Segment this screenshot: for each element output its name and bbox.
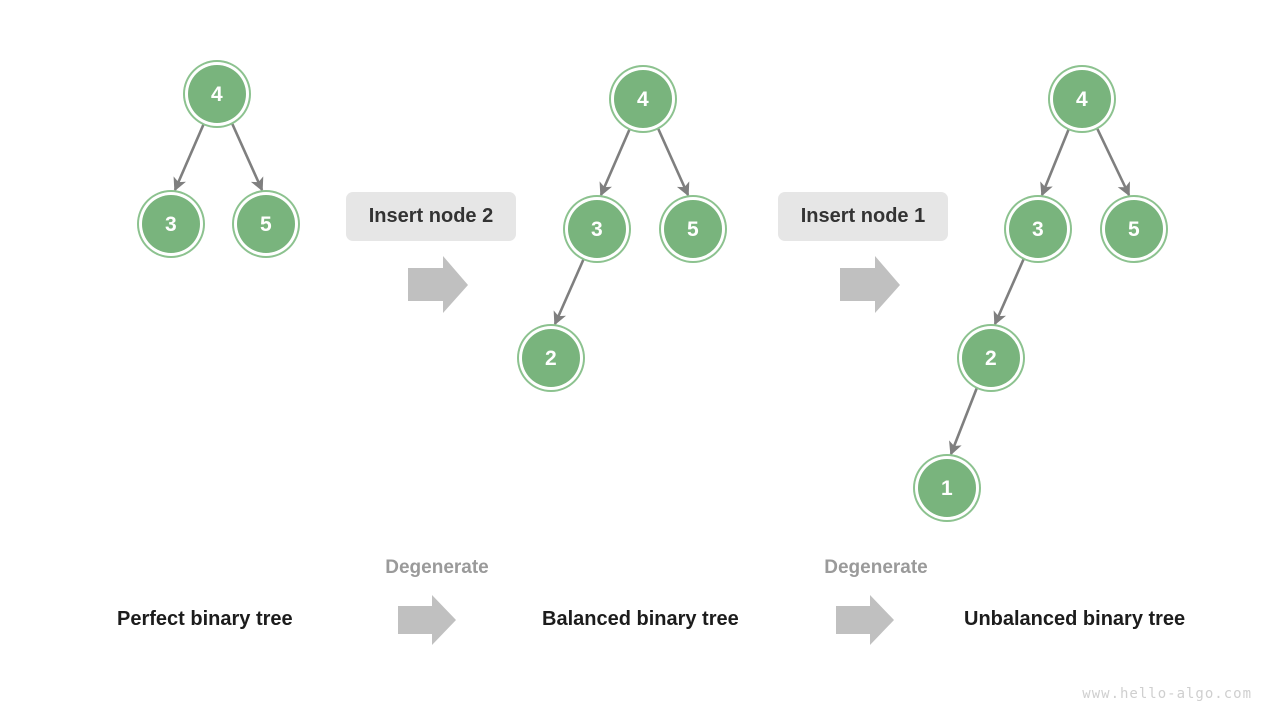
tree-node-5[interactable]: 5 — [664, 200, 722, 258]
step-label-insert-node-2[interactable]: Insert node 2 — [346, 192, 516, 241]
tree-node-3[interactable]: 3 — [1009, 200, 1067, 258]
edge-3-to-2 — [553, 255, 587, 326]
tree-1-edges — [173, 120, 264, 192]
tree-node-label: 4 — [637, 87, 649, 111]
tree-node-1[interactable]: 1 — [918, 459, 976, 517]
degenerate-text: Degenerate — [385, 557, 489, 578]
tree-node-4[interactable]: 4 — [1053, 70, 1111, 128]
tree-node-5[interactable]: 5 — [1105, 200, 1163, 258]
caption-text: Unbalanced binary tree — [964, 608, 1186, 630]
caption-perfect-binary-tree: Perfect binary tree — [117, 608, 293, 631]
degenerate-arrow-1 — [398, 595, 456, 645]
tree-node-label: 2 — [545, 346, 557, 370]
tree-node-label: 5 — [687, 217, 699, 241]
degenerate-label-2: Degenerate — [812, 557, 940, 579]
tree-node-label: 5 — [1128, 217, 1140, 241]
caption-unbalanced-binary-tree: Unbalanced binary tree — [964, 608, 1185, 631]
edge-3-to-2 — [993, 255, 1027, 326]
edge-2-to-1 — [949, 384, 980, 456]
step-arrow-insert-node-2 — [408, 256, 468, 313]
tree-node-4[interactable]: 4 — [614, 70, 672, 128]
tree-node-label: 3 — [591, 217, 603, 241]
degenerate-label-1: Degenerate — [373, 557, 501, 579]
edge-4-to-5 — [229, 120, 264, 192]
step-label-text: Insert node 1 — [800, 205, 926, 227]
site-watermark: www.hello-algo.com — [1082, 686, 1252, 702]
tree-node-2[interactable]: 2 — [522, 329, 580, 387]
caption-balanced-binary-tree: Balanced binary tree — [542, 608, 739, 631]
tree-node-label: 5 — [260, 212, 272, 236]
edge-4-to-3 — [599, 125, 633, 197]
tree-node-3[interactable]: 3 — [568, 200, 626, 258]
tree-node-label: 3 — [1032, 217, 1044, 241]
edge-4-to-5 — [1094, 125, 1131, 197]
edge-4-to-3 — [1040, 125, 1072, 197]
tree-3-edges — [949, 125, 1131, 456]
degenerate-text: Degenerate — [824, 557, 928, 578]
degenerate-arrow-2 — [836, 595, 894, 645]
tree-node-4[interactable]: 4 — [188, 65, 246, 123]
tree-node-label: 4 — [1076, 87, 1088, 111]
step-label-insert-node-1[interactable]: Insert node 1 — [778, 192, 948, 241]
step-label-text: Insert node 2 — [368, 205, 494, 227]
caption-text: Perfect binary tree — [117, 608, 293, 630]
tree-node-3[interactable]: 3 — [142, 195, 200, 253]
edge-4-to-3 — [173, 120, 207, 192]
tree-node-label: 1 — [941, 476, 953, 500]
tree-node-2[interactable]: 2 — [962, 329, 1020, 387]
edge-4-to-5 — [655, 125, 690, 197]
step-arrow-insert-node-1 — [840, 256, 900, 313]
tree-node-label: 2 — [985, 346, 997, 370]
tree-node-label: 4 — [211, 82, 223, 106]
caption-text: Balanced binary tree — [542, 608, 739, 630]
tree-node-label: 3 — [165, 212, 177, 236]
tree-node-5[interactable]: 5 — [237, 195, 295, 253]
